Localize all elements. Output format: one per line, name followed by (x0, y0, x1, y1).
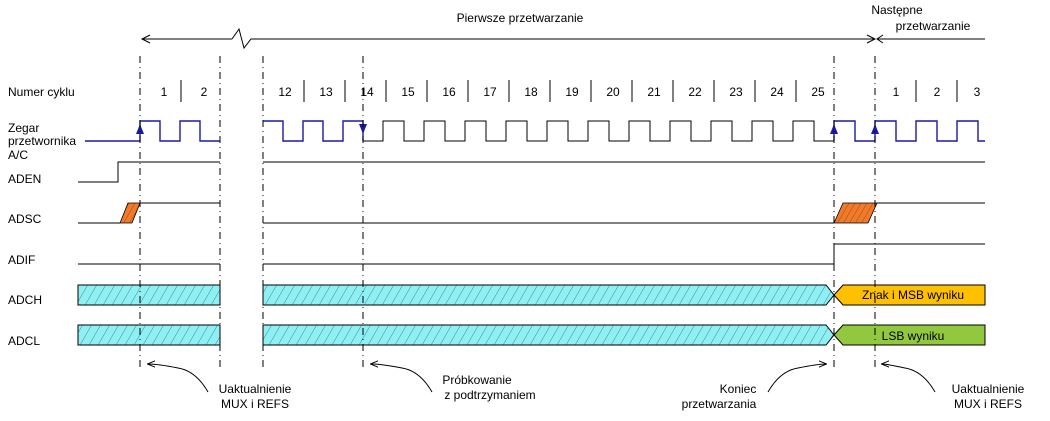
cycle-number: 18 (524, 85, 538, 99)
mux-update-1-line2: MUX i REFS (221, 397, 289, 411)
time-markers (139, 56, 876, 368)
adcl-bus (77, 324, 986, 346)
aden-waveform (78, 161, 985, 183)
cycle-number: 2 (934, 85, 941, 99)
adch-bus (77, 284, 986, 306)
adcl-label: ADCL (8, 334, 40, 348)
adif-label: ADIF (8, 253, 35, 267)
cycle-number: 2 (201, 85, 208, 99)
cycle-number: 23 (729, 85, 743, 99)
cycle-separators (180, 80, 958, 102)
cycle-number: 21 (647, 85, 661, 99)
first-conversion-span (140, 27, 985, 50)
cycle-number: 3 (974, 85, 981, 99)
sample-hold-line1: Próbkowanie (442, 373, 512, 387)
falling-edge-marker-icon (359, 124, 367, 134)
rising-edge-marker-icon (871, 124, 879, 134)
cycle-number: 24 (770, 85, 784, 99)
conversion-end-line2: przetwarzania (682, 397, 757, 411)
adcl-result-label: LSB wyniku (882, 329, 945, 343)
conversion-end-line1: Koniec (720, 382, 757, 396)
curved-arrow-icon (767, 364, 826, 393)
cycle-number-label: Numer cyklu (8, 85, 75, 99)
clock-label-3: A/C (8, 148, 28, 162)
adsc-label: ADSC (8, 212, 42, 226)
mux-update-2-line2: MUX i REFS (954, 397, 1022, 411)
annotation-arrows (148, 364, 936, 393)
cycle-number: 14 (360, 85, 374, 99)
adch-result-label: Znak i MSB wyniku (862, 288, 964, 302)
adif-waveform (78, 243, 985, 265)
first-conversion-label: Pierwsze przetwarzanie (457, 11, 584, 25)
next-conversion-label-1: Następne (871, 3, 923, 17)
cycle-numbers: 1 2 12 13 14 15 16 17 18 19 20 21 22 23 … (161, 85, 981, 99)
cycle-number: 12 (278, 85, 292, 99)
rising-edge-marker-icon (830, 124, 838, 134)
mux-update-2-line1: Uaktualnienie (952, 382, 1025, 396)
adch-label: ADCH (8, 293, 42, 307)
rising-edge-marker-icon (136, 124, 144, 134)
cycle-number: 20 (606, 85, 620, 99)
cycle-number: 15 (401, 85, 415, 99)
adsc-waveform (78, 202, 985, 224)
sample-hold-line2: z podtrzymaniem (444, 388, 535, 402)
aden-label: ADEN (8, 172, 41, 186)
clock-label-2: przetwornika (8, 134, 76, 148)
curved-arrow-icon (882, 364, 936, 393)
next-conversion-label-2: przetwarzanie (896, 19, 971, 33)
cycle-number: 13 (319, 85, 333, 99)
cycle-number: 25 (811, 85, 825, 99)
cycle-number: 1 (893, 85, 900, 99)
clock-edge-markers (136, 124, 879, 134)
mux-update-1-line1: Uaktualnienie (219, 382, 292, 396)
cycle-number: 22 (688, 85, 702, 99)
cycle-number: 19 (565, 85, 579, 99)
curved-arrow-icon (148, 364, 209, 393)
cycle-number: 1 (161, 85, 168, 99)
cycle-number: 17 (483, 85, 497, 99)
clock-label-1: Zegar (8, 121, 39, 135)
cycle-number: 16 (442, 85, 456, 99)
curved-arrow-icon (371, 364, 433, 393)
